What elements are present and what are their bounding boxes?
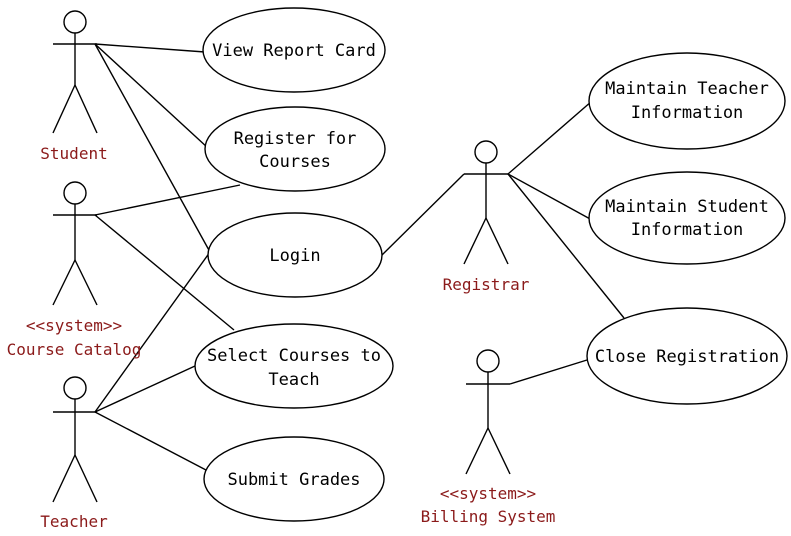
use-case-register-for-courses-line1: Register for [234, 129, 357, 149]
assoc-teacher-submit-grades [94, 411, 207, 471]
actor-billing-system-label: Billing System [421, 507, 556, 526]
use-case-maintain-teacher-information: Maintain Teacher Information [588, 52, 786, 150]
use-case-register-for-courses: Register for Courses [204, 106, 386, 192]
assoc-student-register-for-courses [94, 43, 209, 149]
use-case-close-registration-label: Close Registration [595, 347, 779, 367]
use-case-maintain-teacher-line1: Maintain Teacher [605, 79, 769, 99]
actor-registrar-label: Registrar [443, 275, 530, 294]
assoc-registrar-maintain-teacher [507, 100, 593, 175]
actor-course-catalog: <<system>> Course Catalog [7, 181, 142, 359]
use-case-register-for-courses-line2: Courses [259, 152, 331, 172]
use-case-view-report-card: View Report Card [202, 7, 386, 93]
use-case-login-label: Login [269, 246, 320, 266]
assoc-billing-close-registration [509, 359, 588, 385]
use-case-submit-grades: Submit Grades [203, 436, 385, 522]
assoc-teacher-login [94, 251, 211, 413]
assoc-registrar-maintain-student [507, 173, 593, 221]
associations [94, 43, 625, 471]
assoc-course-catalog-select-courses [94, 214, 235, 331]
assoc-registrar-close-registration [507, 173, 625, 319]
assoc-student-login [94, 43, 211, 253]
actor-teacher-label: Teacher [40, 512, 108, 531]
use-case-maintain-student-line1: Maintain Student [605, 197, 769, 217]
use-case-select-courses-to-teach: Select Courses to Teach [194, 323, 394, 409]
actor-teacher: Teacher [40, 376, 108, 531]
use-case-select-courses-line1: Select Courses to [207, 346, 381, 366]
assoc-course-catalog-register-for-courses [94, 184, 241, 216]
use-case-submit-grades-label: Submit Grades [227, 470, 360, 490]
use-case-maintain-teacher-line2: Information [631, 103, 744, 123]
assoc-student-view-report-card [94, 43, 206, 53]
use-case-login: Login [207, 212, 383, 298]
assoc-teacher-select-courses [94, 365, 196, 413]
actor-registrar: Registrar [443, 140, 530, 294]
actor-billing-system: <<system>> Billing System [421, 349, 556, 526]
actor-course-catalog-stereotype: <<system>> [26, 316, 122, 335]
actor-student-label: Student [40, 144, 107, 163]
use-case-view-report-card-label: View Report Card [212, 41, 376, 61]
actor-billing-system-stereotype: <<system>> [440, 484, 536, 503]
use-case-close-registration: Close Registration [586, 307, 788, 405]
use-case-select-courses-line2: Teach [268, 370, 319, 390]
use-case-maintain-student-information: Maintain Student Information [588, 171, 786, 265]
assoc-registrar-login [381, 173, 465, 256]
use-case-maintain-student-line2: Information [631, 220, 744, 240]
actor-student: Student [40, 10, 108, 163]
actor-course-catalog-label: Course Catalog [7, 340, 142, 359]
